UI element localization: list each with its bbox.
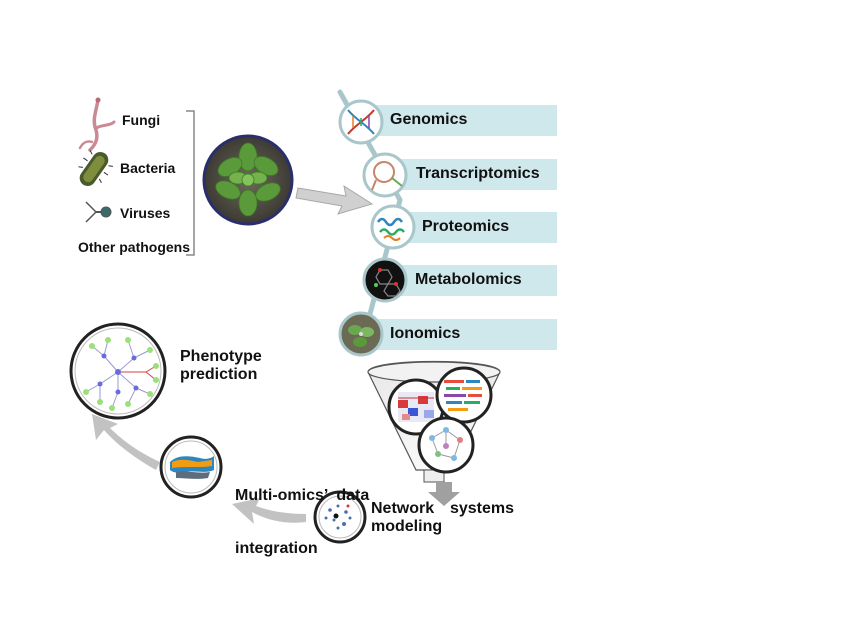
- network-label-line1: Network systems: [371, 500, 514, 518]
- viruses-icon: [85, 201, 112, 223]
- network-icon: [417, 416, 475, 474]
- proteomics-icon: [370, 204, 416, 250]
- network-label-word-part: Network: [371, 500, 435, 517]
- network-label-word-part: systems: [449, 500, 514, 517]
- sequence-icon: [435, 366, 493, 424]
- pathogen-label-bacteria: Bacteria: [120, 160, 176, 176]
- integration-icon: [159, 435, 223, 499]
- network-modeling-icon: [313, 490, 367, 544]
- omic-bars: [360, 105, 557, 350]
- metabolomics-icon: [362, 257, 408, 303]
- ionomics-icon: [338, 311, 384, 357]
- network-label-line2: modeling: [371, 517, 443, 535]
- phenotype-label-line2: prediction: [180, 365, 258, 383]
- pathogen-label-fungi: Fungi: [122, 112, 161, 128]
- bacteria-icon: [78, 150, 113, 187]
- phenotype-label: Phenotype prediction: [180, 348, 262, 383]
- plant-image: [202, 134, 294, 226]
- arrow-to-omics: [295, 184, 374, 215]
- omic-label-proteomics: Proteomics: [422, 218, 510, 235]
- arrow-to-phenotype: [92, 414, 160, 470]
- phenotype-label-line1: Phenotype: [180, 348, 262, 365]
- omic-label-metabolomics: Metabolomics: [415, 271, 522, 288]
- fungi-icon: [78, 97, 116, 152]
- pathogen-bracket: [186, 110, 195, 256]
- integration-label: Multi-omics’ data integration: [235, 452, 369, 575]
- integration-label-line2: integration: [235, 539, 318, 557]
- arrow-down: [428, 482, 460, 506]
- arrow-to-integration: [232, 498, 306, 524]
- heatmap-icon: [387, 378, 445, 436]
- network-label: Network systems modeling: [371, 500, 514, 535]
- network-label-word1: Network systems: [371, 500, 514, 518]
- pathogen-label-other: Other pathogens: [78, 239, 191, 255]
- phenotype-tree-icon: [69, 322, 167, 420]
- omic-label-genomics: Genomics: [390, 111, 468, 128]
- omic-label-ionomics: Ionomics: [390, 325, 461, 342]
- genomics-icon: [338, 99, 384, 145]
- omic-label-transcriptomics: Transcriptomics: [416, 165, 540, 182]
- integration-label-line1: Multi-omics’ data: [235, 487, 370, 505]
- pathogen-label-viruses: Viruses: [120, 205, 171, 221]
- transcriptomics-icon: [362, 152, 408, 198]
